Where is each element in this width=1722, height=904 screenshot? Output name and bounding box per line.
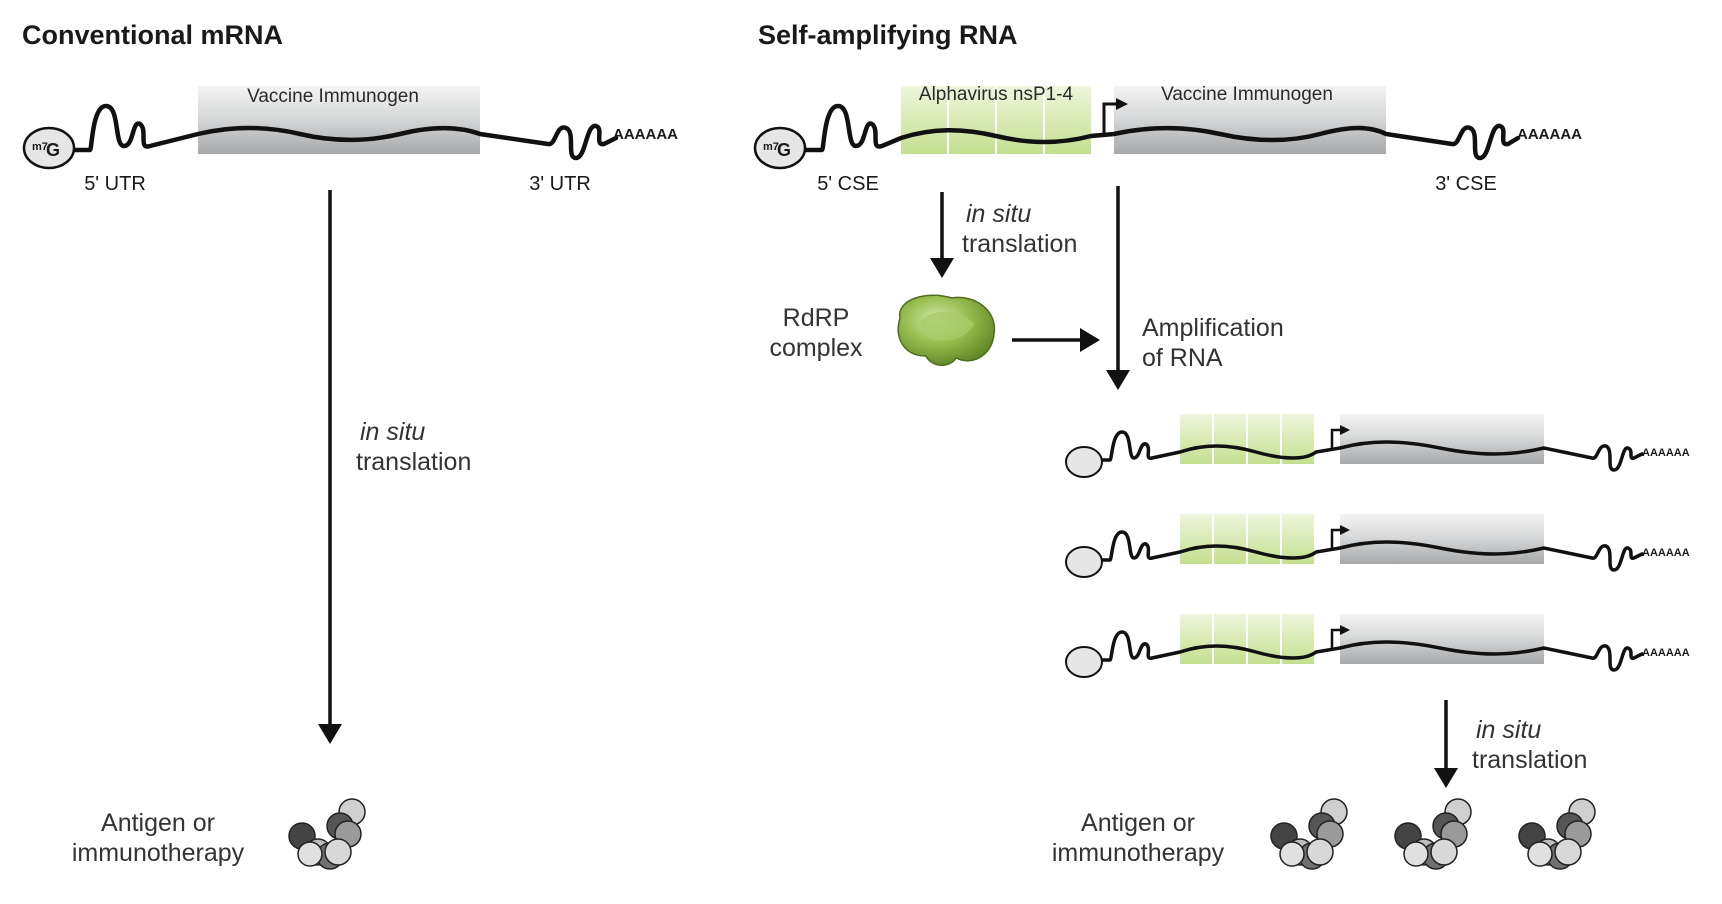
polya-tail: AAAAAA (613, 126, 678, 143)
sarna-immunogen-label: Vaccine Immunogen (1161, 84, 1333, 105)
alphavirus-nsp-box (901, 86, 1091, 154)
rna-copy-strand (1094, 530, 1644, 572)
vaccine-immunogen-box (198, 86, 480, 154)
m7g-cap (22, 126, 76, 170)
sarna-immunogen-box (1114, 86, 1386, 154)
antigen-cluster-icon (1518, 798, 1596, 870)
mrna-strand (69, 103, 619, 161)
in-situ-label: in situ (360, 418, 425, 446)
self-amplifying-rna-panel: Self-amplifying RNA Alphavirus nsP1-4 Va… (753, 20, 1690, 870)
panel-title-conventional: Conventional mRNA (22, 20, 283, 50)
amplification-label-line2: of RNA (1142, 344, 1223, 372)
replicase-translation-label: translation (962, 230, 1077, 258)
rna-copy-promoter (1330, 628, 1342, 650)
antigen-label-line2: immunotherapy (72, 839, 245, 867)
sarna-m7g-cap (753, 126, 807, 170)
rna-copy-promoter (1330, 428, 1342, 450)
rna-copy-promoter-arrowhead (1340, 525, 1350, 535)
sarna-polya-tail: AAAAAA (1517, 126, 1582, 143)
rna-copy-strand (1094, 630, 1644, 672)
sarna-antigen-label-line2: immunotherapy (1052, 839, 1225, 867)
copies-translation-arrowhead (1434, 768, 1458, 788)
cse3-label: 3' CSE (1435, 173, 1497, 195)
sarna-strand (803, 103, 1521, 161)
sarna-m7g-cap-label: m7G (763, 140, 791, 160)
rna-copy-promoter-arrowhead (1340, 625, 1350, 635)
utr5-label: 5' UTR (84, 173, 146, 195)
rdrp-complex-icon (897, 294, 996, 366)
rna-copy-cap (1065, 646, 1103, 678)
rdrp-label-line1: RdRP (783, 304, 850, 332)
conventional-mrna-panel: Conventional mRNA Vaccine Immunogen m7G … (22, 20, 678, 870)
alphavirus-nsp-label: Alphavirus nsP1-4 (919, 84, 1074, 105)
rna-copy-strand (1094, 430, 1644, 472)
antigen-cluster-icon (1270, 798, 1348, 870)
antigen-label-line1: Antigen or (101, 809, 215, 837)
rna-copy-polya: AAAAAA (1642, 447, 1690, 459)
rna-copy-promoter (1330, 528, 1342, 550)
copies-in-situ-label: in situ (1476, 716, 1541, 744)
rna-copy-cap (1065, 546, 1103, 578)
antigen-cluster-icon (288, 798, 366, 870)
amplification-arrowhead (1106, 370, 1130, 390)
rna-copy-cap (1065, 446, 1103, 478)
rna-copy: AAAAAA (1065, 614, 1690, 678)
rdrp-arrowhead (1080, 328, 1100, 352)
translation-arrowhead (318, 724, 342, 744)
replicase-translation-arrowhead (930, 258, 954, 278)
rna-copy-polya: AAAAAA (1642, 647, 1690, 659)
replicase-in-situ-label: in situ (966, 200, 1031, 228)
copies-translation-label: translation (1472, 746, 1587, 774)
amplification-label-line1: Amplification (1142, 314, 1284, 342)
amplified-rna-copies: AAAAAA AAAAAA AAAAAA (1065, 414, 1690, 678)
utr3-label: 3' UTR (529, 173, 591, 195)
rna-copy: AAAAAA (1065, 414, 1690, 478)
sarna-antigen-clusters (1270, 798, 1596, 870)
rdrp-label-line2: complex (769, 334, 863, 362)
sarna-antigen-label-line1: Antigen or (1081, 809, 1195, 837)
cse5-label: 5' CSE (817, 173, 879, 195)
rna-copy-polya: AAAAAA (1642, 547, 1690, 559)
vaccine-immunogen-label: Vaccine Immunogen (247, 86, 419, 107)
m7g-cap-label: m7G (32, 140, 60, 160)
promoter-arrowhead (1116, 98, 1128, 110)
rna-copy-promoter-arrowhead (1340, 425, 1350, 435)
translation-label: translation (356, 448, 471, 476)
rna-copy: AAAAAA (1065, 514, 1690, 578)
subgenomic-promoter (1102, 102, 1118, 136)
panel-title-sarna: Self-amplifying RNA (758, 20, 1018, 50)
antigen-cluster-icon (1394, 798, 1472, 870)
